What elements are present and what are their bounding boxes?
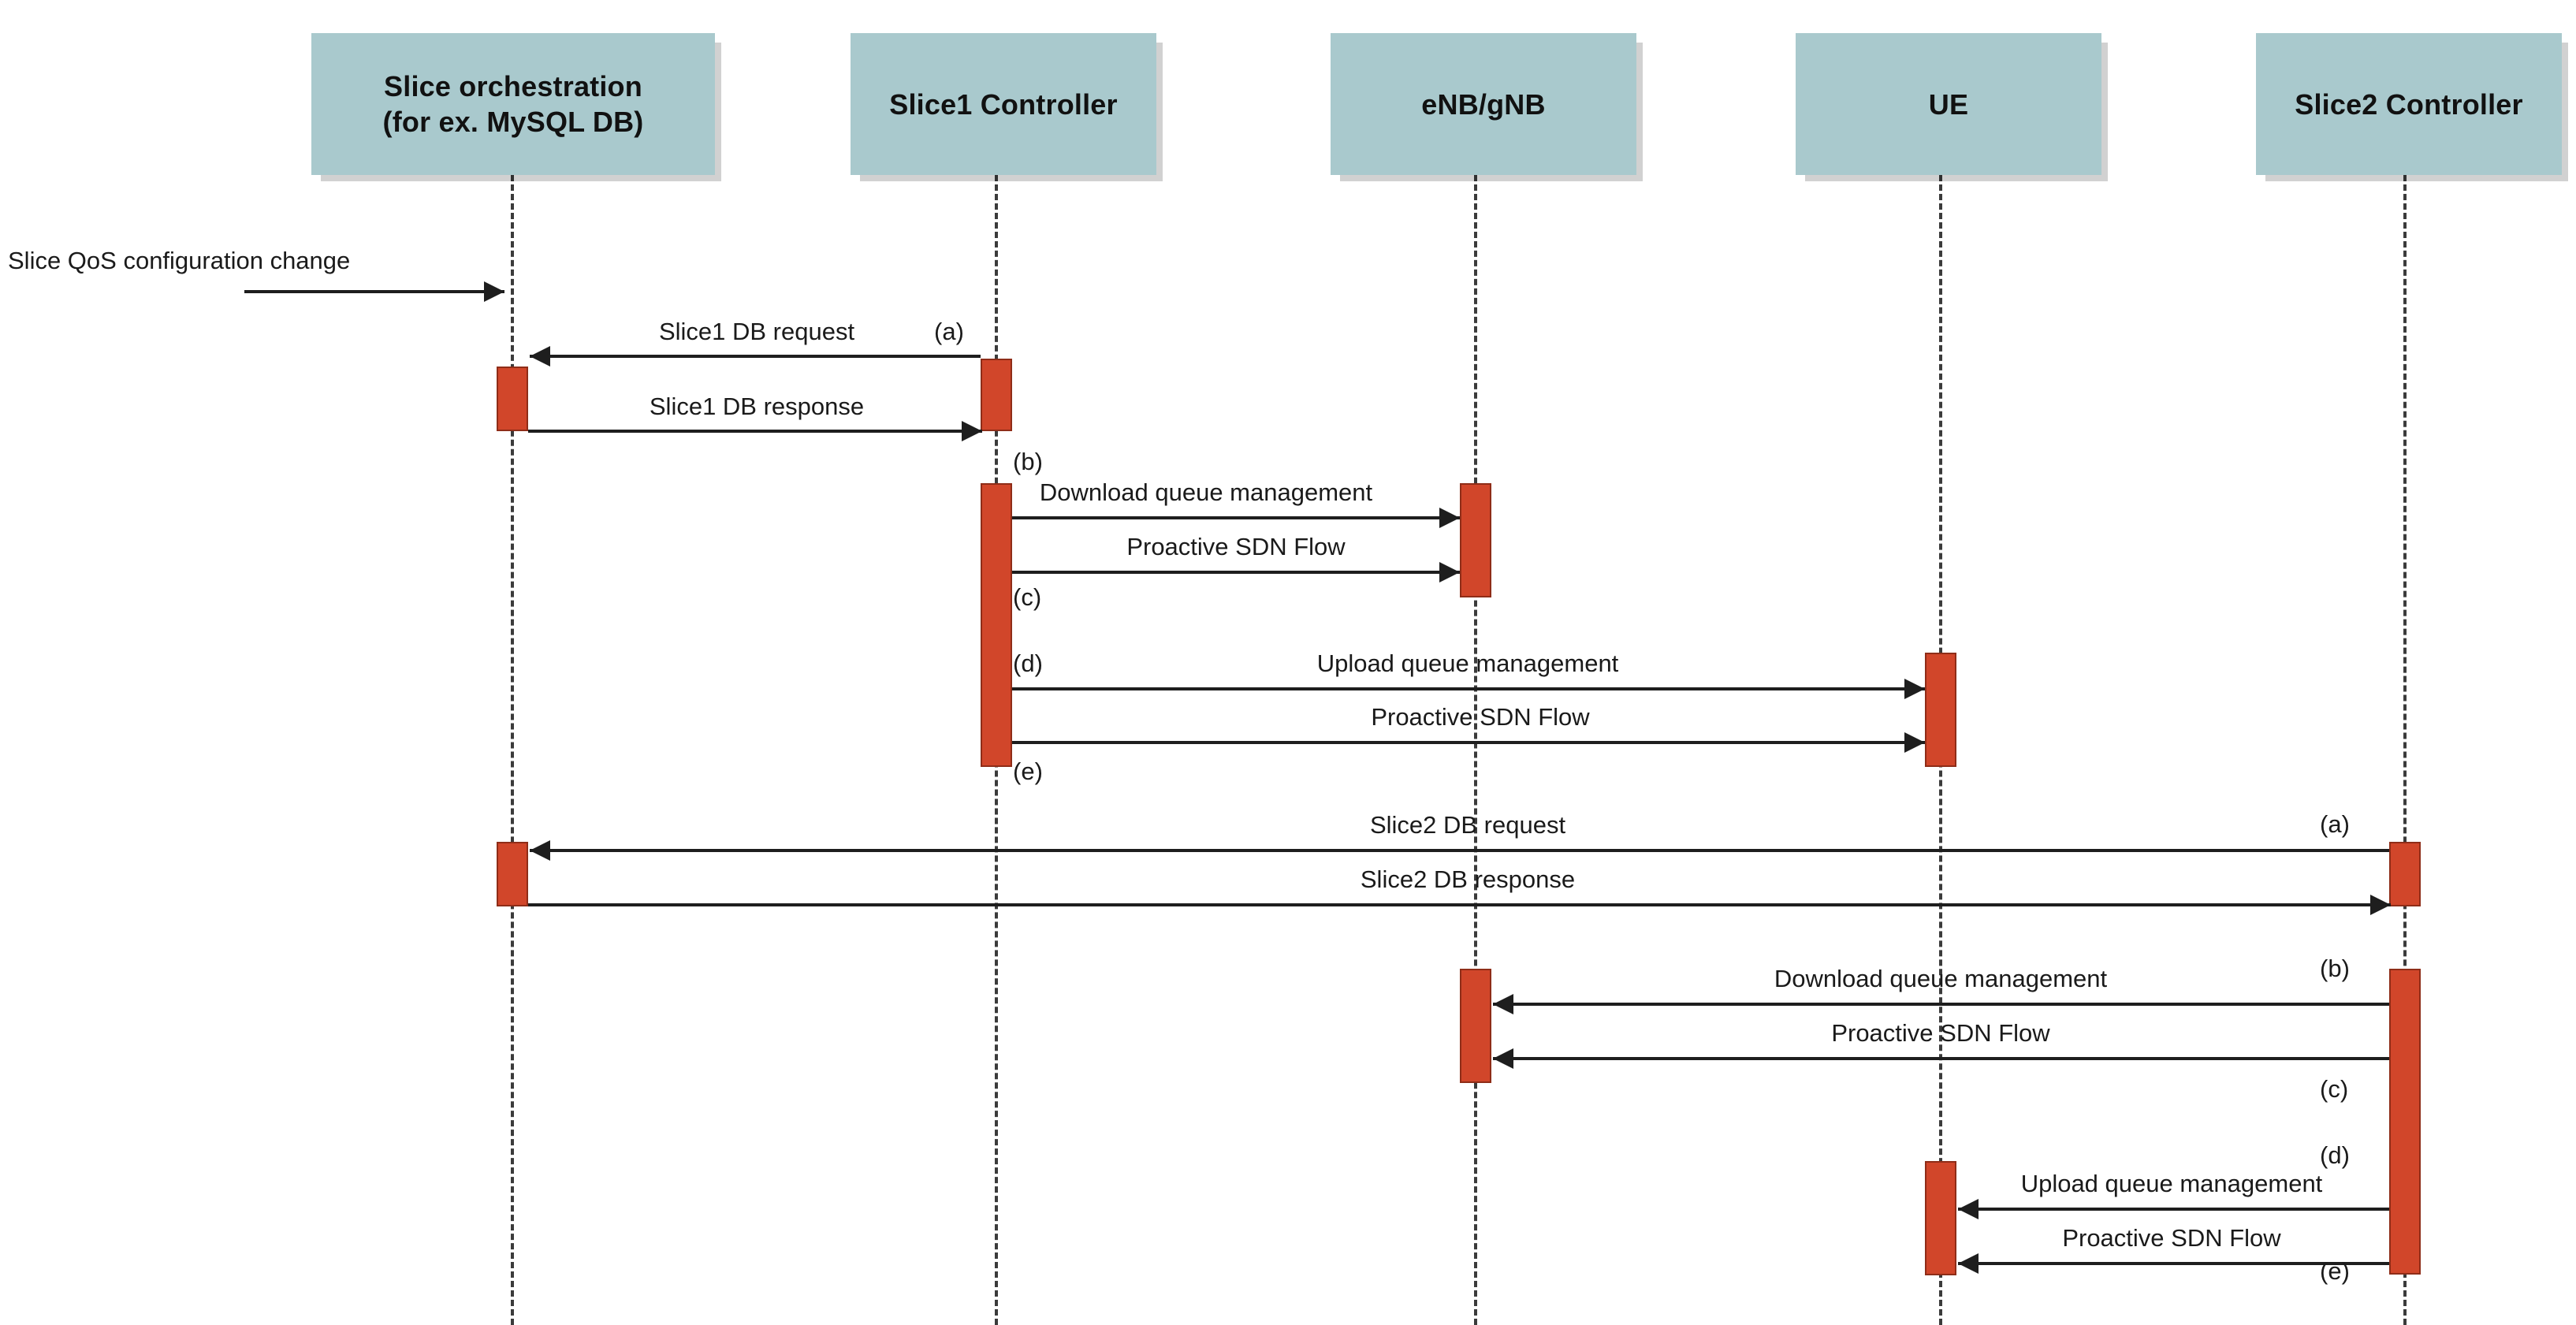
arrow-head-left-icon xyxy=(530,840,550,861)
external-trigger-line xyxy=(244,290,504,293)
message-label-m1: Slice1 DB request xyxy=(658,318,855,345)
activation-bar-slice2 xyxy=(2389,969,2421,1275)
arrow-head-right-icon xyxy=(1904,732,1925,753)
activation-bar-enbgnb xyxy=(1460,969,1491,1083)
external-trigger-label: Slice QoS configuration change xyxy=(8,247,351,274)
actor-label-line1: Slice1 Controller xyxy=(889,87,1118,121)
arrow-head-left-icon xyxy=(1958,1253,1979,1274)
message-label-m6: Proactive SDN Flow xyxy=(1371,703,1590,731)
message-line-m10 xyxy=(1493,1057,2389,1060)
message-label-m3: Download queue management xyxy=(1039,478,1373,506)
arrow-head-right-icon xyxy=(1439,508,1460,528)
message-line-m11 xyxy=(1958,1208,2389,1211)
step-tag-d: (d) xyxy=(1013,649,1043,677)
step-tag-c: (c) xyxy=(1013,583,1042,611)
arrow-head-left-icon xyxy=(1493,994,1513,1014)
actor-label-line1: Slice2 Controller xyxy=(2295,87,2523,121)
activation-bar-ue xyxy=(1925,1161,1956,1275)
activation-bar-slice2 xyxy=(2389,842,2421,906)
step-tag-e: (e) xyxy=(1013,757,1043,785)
step-tag-b: (b) xyxy=(2320,955,2350,982)
actor-label-line1: eNB/gNB xyxy=(1421,87,1546,121)
activation-bar-slice1 xyxy=(981,483,1012,767)
step-tag-d: (d) xyxy=(2320,1141,2350,1169)
message-line-m2 xyxy=(528,430,982,433)
arrow-head-left-icon xyxy=(1493,1048,1513,1069)
actor-header-slice2[interactable]: Slice2 Controller xyxy=(2256,33,2562,175)
ll-enbgnb xyxy=(1474,175,1477,1325)
message-label-m4: Proactive SDN Flow xyxy=(1126,533,1346,560)
message-label-m9: Download queue management xyxy=(1774,965,2108,992)
message-line-m4 xyxy=(1012,571,1460,574)
actor-label-line1: UE xyxy=(1928,87,1969,121)
step-tag-c: (c) xyxy=(2320,1075,2349,1103)
arrow-head-right-icon xyxy=(2370,895,2391,915)
message-line-m12 xyxy=(1958,1262,2389,1265)
message-line-m1 xyxy=(530,355,981,358)
message-line-m7 xyxy=(530,849,2389,852)
ll-slice2 xyxy=(2403,175,2407,1325)
message-label-m8: Slice2 DB response xyxy=(1360,865,1576,893)
step-tag-b: (b) xyxy=(1013,448,1043,475)
activation-bar-slice1 xyxy=(981,359,1012,431)
activation-bar-orchestration xyxy=(497,842,528,906)
message-line-m5 xyxy=(1012,687,1925,690)
message-label-m12: Proactive SDN Flow xyxy=(2062,1224,2281,1252)
message-line-m6 xyxy=(1012,741,1925,744)
arrow-head-left-icon xyxy=(1958,1199,1979,1219)
message-line-m9 xyxy=(1493,1003,2389,1006)
step-tag-a: (a) xyxy=(934,318,964,345)
arrow-head-right-icon xyxy=(962,421,982,441)
ll-orchestration xyxy=(511,175,514,1325)
step-tag-e: (e) xyxy=(2320,1257,2350,1285)
message-line-m8 xyxy=(528,903,2391,906)
activation-bar-ue xyxy=(1925,653,1956,767)
actor-label-line2: (for ex. MySQL DB) xyxy=(382,106,644,138)
message-label-m2: Slice1 DB response xyxy=(649,393,865,420)
external-trigger-arrow-icon xyxy=(484,281,504,302)
message-label-m10: Proactive SDN Flow xyxy=(1831,1019,2050,1047)
arrow-head-left-icon xyxy=(530,346,550,367)
actor-header-orchestration[interactable]: Slice orchestration (for ex. MySQL DB) xyxy=(311,33,715,175)
activation-bar-orchestration xyxy=(497,367,528,431)
actor-header-enbgnb[interactable]: eNB/gNB xyxy=(1331,33,1636,175)
step-tag-a: (a) xyxy=(2320,810,2350,838)
message-label-m7: Slice2 DB request xyxy=(1369,811,1566,839)
actor-header-ue[interactable]: UE xyxy=(1796,33,2101,175)
actor-header-slice1[interactable]: Slice1 Controller xyxy=(851,33,1156,175)
arrow-head-right-icon xyxy=(1904,679,1925,699)
activation-bar-enbgnb xyxy=(1460,483,1491,597)
message-label-m11: Upload queue management xyxy=(2020,1170,2323,1197)
message-line-m3 xyxy=(1012,516,1460,519)
actor-label-line1: Slice orchestration xyxy=(384,70,642,102)
message-label-m5: Upload queue management xyxy=(1316,649,1619,677)
arrow-head-right-icon xyxy=(1439,562,1460,582)
